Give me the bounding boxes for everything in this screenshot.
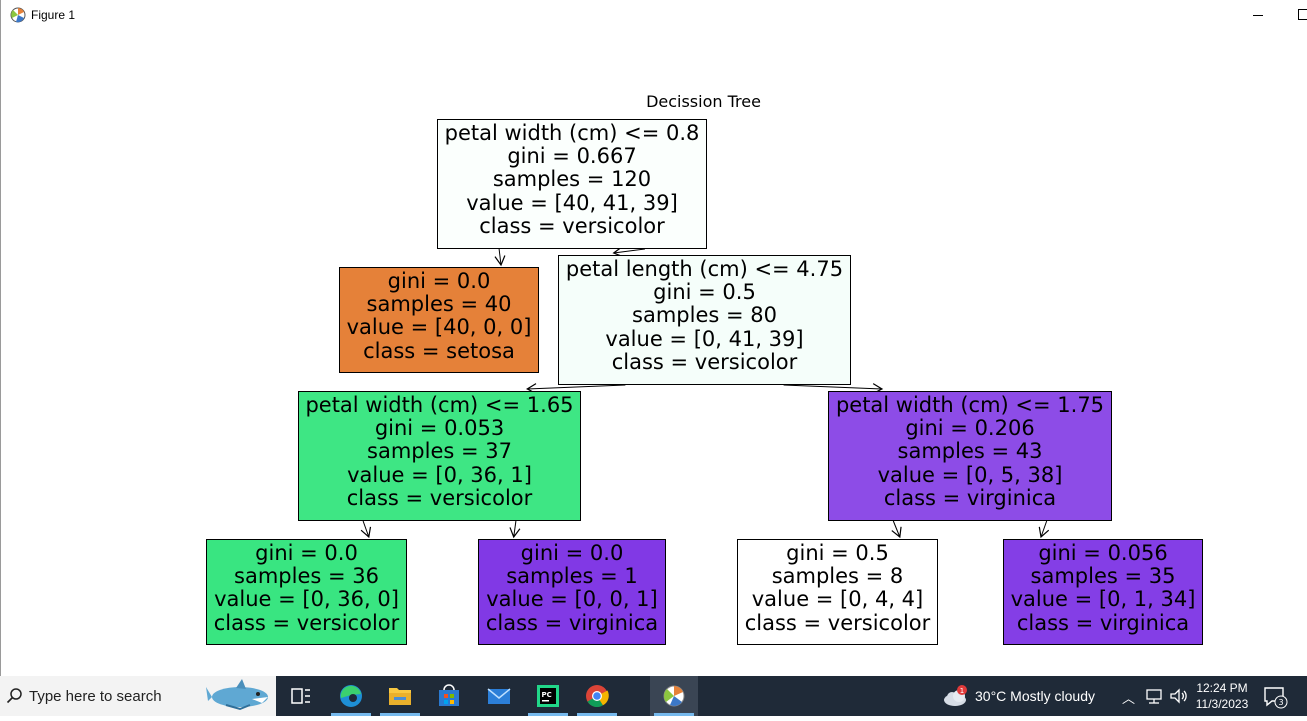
window-title: Figure 1 xyxy=(31,8,76,22)
matplotlib-app-icon xyxy=(10,7,26,23)
clock[interactable]: 12:24 PM 11/3/2023 xyxy=(1190,680,1254,712)
taskbar: Type here to search xyxy=(0,676,1307,716)
node-line: class = versicolor xyxy=(346,485,533,510)
title-bar[interactable]: Figure 1 xyxy=(1,0,1307,30)
node-line: class = versicolor xyxy=(213,610,400,635)
notifications-icon[interactable]: 3 xyxy=(1262,685,1288,709)
tree-edge-n3-n5 xyxy=(509,520,521,539)
figure-window: Figure 1 Decission Tree petal width (cm)… xyxy=(0,0,1307,676)
node-line: gini = 0.0 xyxy=(520,541,624,565)
microsoft-store-button[interactable] xyxy=(425,676,473,716)
matplotlib-icon xyxy=(663,685,685,707)
node-line: value = [0, 5, 38] xyxy=(877,462,1063,487)
node-line: samples = 40 xyxy=(366,292,512,317)
notification-count: 3 xyxy=(1278,698,1283,707)
network-icon[interactable] xyxy=(1144,687,1164,705)
node-line: gini = 0.5 xyxy=(786,541,889,565)
clock-date: 11/3/2023 xyxy=(1195,697,1249,711)
pycharm-button[interactable]: PC xyxy=(524,676,572,716)
node-line: samples = 1 xyxy=(506,564,638,589)
file-explorer-button[interactable] xyxy=(376,676,424,716)
task-view-icon xyxy=(291,688,310,704)
task-view-button[interactable] xyxy=(277,676,325,716)
tree-edges xyxy=(360,246,1050,539)
node-line: value = [0, 36, 0] xyxy=(214,587,399,612)
node-line: samples = 37 xyxy=(367,439,512,464)
maximize-button[interactable] xyxy=(1283,0,1307,30)
node-line: gini = 0.206 xyxy=(905,416,1035,441)
tree-edge-n3-n4 xyxy=(360,520,372,539)
node-line: gini = 0.053 xyxy=(374,416,505,441)
search-highlight-shark-icon xyxy=(206,679,268,711)
node-line: value = [0, 4, 4] xyxy=(751,587,924,612)
node-line: gini = 0.0 xyxy=(255,541,358,565)
node-line: samples = 120 xyxy=(492,167,652,192)
svg-text:PC: PC xyxy=(542,691,552,699)
taskbar-search-box[interactable]: Type here to search xyxy=(0,676,276,716)
node-line: class = virginica xyxy=(883,485,1057,510)
node-line: gini = 0.0 xyxy=(387,269,491,293)
weather-alert-badge: 1 xyxy=(960,687,964,695)
node-line: value = [40, 41, 39] xyxy=(466,190,678,215)
node-line: value = [0, 36, 1] xyxy=(347,462,532,487)
folder-icon xyxy=(389,688,411,705)
node-line: class = versicolor xyxy=(611,349,798,374)
node-line: petal width (cm) <= 0.8 xyxy=(444,121,700,145)
node-line: petal length (cm) <= 4.75 xyxy=(565,257,844,281)
node-line: samples = 8 xyxy=(771,564,904,589)
chevron-up-icon[interactable]: ︿ xyxy=(1122,691,1136,706)
node-line: value = [0, 1, 34] xyxy=(1010,587,1196,612)
node-line: samples = 43 xyxy=(897,439,1043,464)
weather-cloud-icon[interactable]: 1 xyxy=(941,685,969,707)
pycharm-icon: PC xyxy=(537,685,559,707)
clock-time: 12:24 PM xyxy=(1196,681,1248,695)
store-icon xyxy=(439,684,459,706)
tree-edge-n0-n1 xyxy=(494,248,506,267)
node-line: value = [40, 0, 0] xyxy=(346,315,532,340)
edge-button[interactable] xyxy=(327,676,375,716)
node-line: class = virginica xyxy=(1016,610,1190,635)
tree-edge-n0-n2 xyxy=(612,246,645,258)
edge-icon xyxy=(340,685,362,707)
node-line: value = [0, 41, 39] xyxy=(605,326,804,351)
node-line: petal width (cm) <= 1.75 xyxy=(835,393,1105,417)
node-line: petal width (cm) <= 1.65 xyxy=(305,393,574,417)
volume-icon[interactable] xyxy=(1168,687,1188,705)
node-line: class = virginica xyxy=(485,610,659,635)
chrome-button[interactable] xyxy=(573,676,621,716)
node-line: samples = 36 xyxy=(234,564,379,589)
tree-edge-n6-n7 xyxy=(891,520,902,539)
weather-text[interactable]: 30°C Mostly cloudy xyxy=(975,688,1095,704)
mail-icon xyxy=(487,688,511,704)
node-line: gini = 0.667 xyxy=(507,144,637,169)
tree-edge-n6-n8 xyxy=(1038,520,1050,539)
node-line: gini = 0.056 xyxy=(1038,541,1168,565)
node-line: class = versicolor xyxy=(479,213,665,238)
tree-edge-n2-n6 xyxy=(783,383,884,395)
search-icon xyxy=(6,688,22,704)
minimize-button[interactable] xyxy=(1239,0,1279,30)
node-line: class = versicolor xyxy=(744,610,931,635)
tree-edge-n2-n3 xyxy=(525,383,626,395)
node-line: gini = 0.5 xyxy=(653,280,756,305)
node-line: samples = 35 xyxy=(1030,564,1176,589)
mail-button[interactable] xyxy=(475,676,523,716)
node-line: samples = 80 xyxy=(632,303,777,328)
node-line: value = [0, 0, 1] xyxy=(486,587,658,612)
chrome-icon xyxy=(586,685,609,708)
node-line: class = setosa xyxy=(363,338,515,363)
figure-title: Decission Tree xyxy=(646,92,761,111)
matplotlib-figure-button[interactable] xyxy=(650,676,698,716)
search-placeholder: Type here to search xyxy=(29,688,162,705)
